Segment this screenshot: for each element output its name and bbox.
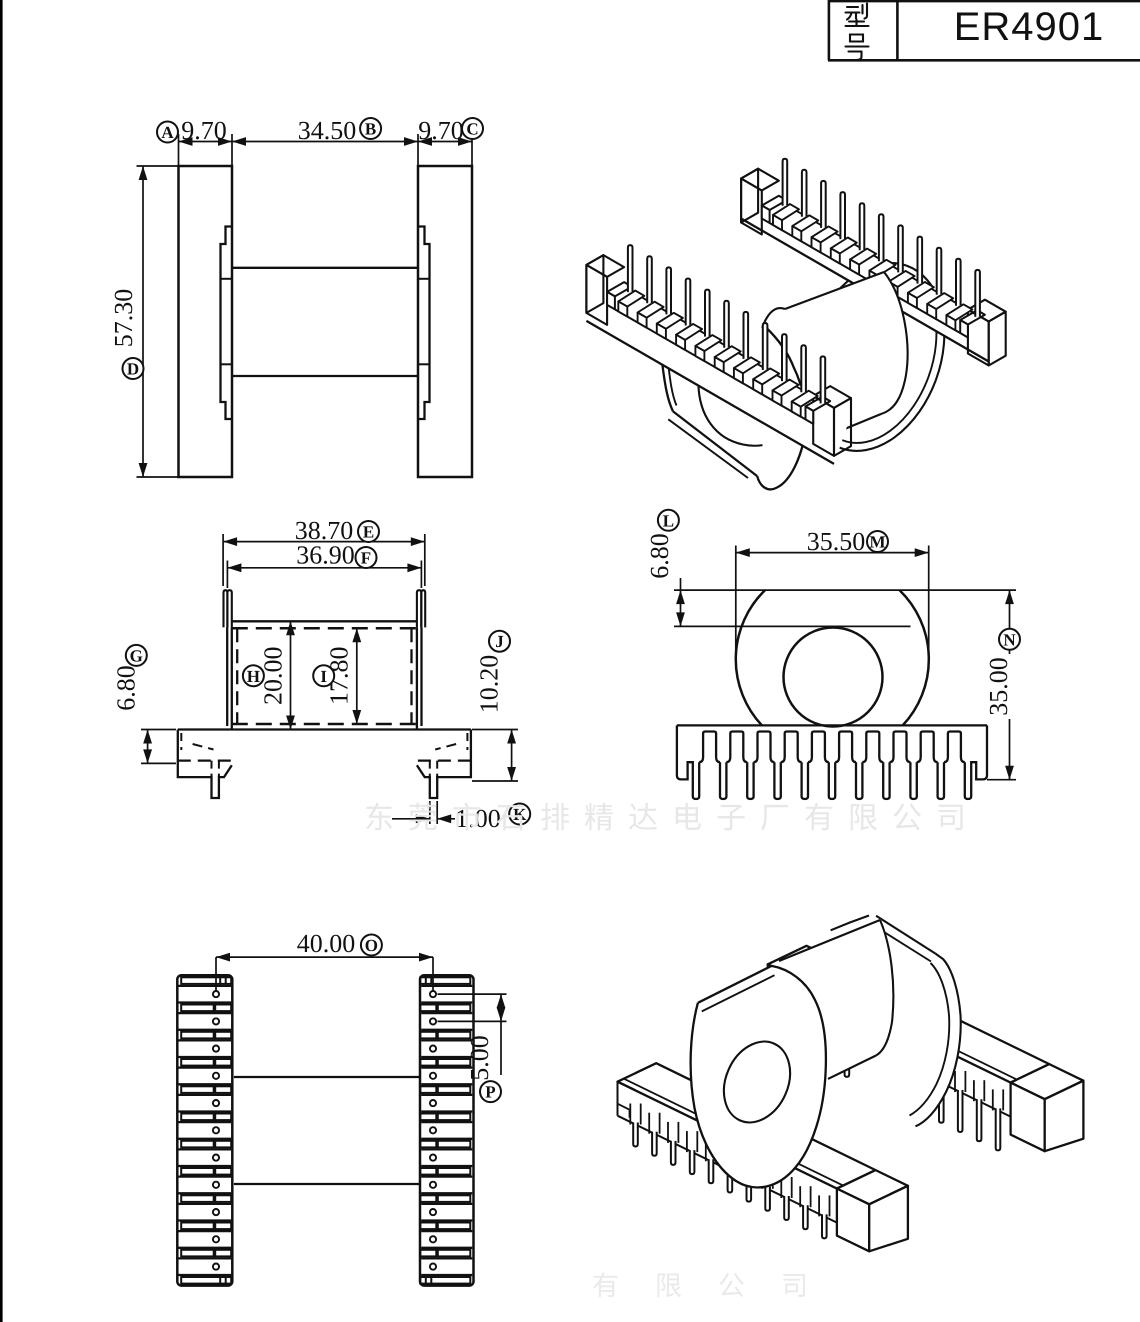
svg-text:10.20: 10.20 — [475, 655, 504, 714]
svg-text:40.00: 40.00 — [297, 929, 356, 958]
svg-text:东莞市石排精达电子厂有限公司: 东莞市石排精达电子厂有限公司 — [364, 802, 980, 835]
svg-text:35.00: 35.00 — [984, 657, 1013, 716]
svg-text:A: A — [161, 123, 174, 142]
svg-text:36.90: 36.90 — [296, 541, 355, 570]
svg-text:57.30: 57.30 — [109, 289, 138, 348]
svg-text:34.50: 34.50 — [298, 116, 357, 145]
svg-text:G: G — [130, 646, 143, 665]
svg-text:1.00: 1.00 — [455, 804, 501, 833]
svg-text:38.70: 38.70 — [295, 516, 354, 545]
svg-text:有限公司: 有限公司 — [592, 1271, 844, 1301]
svg-text:O: O — [365, 936, 378, 955]
svg-text:I: I — [320, 667, 327, 686]
svg-text:6.80: 6.80 — [645, 533, 674, 579]
svg-text:L: L — [663, 511, 674, 530]
svg-text:6.80: 6.80 — [112, 665, 141, 711]
svg-text:M: M — [869, 533, 885, 552]
svg-text:C: C — [466, 120, 478, 139]
svg-text:35.50: 35.50 — [807, 527, 866, 556]
svg-text:J: J — [495, 632, 504, 651]
svg-text:H: H — [247, 667, 260, 686]
svg-text:9.70: 9.70 — [418, 116, 464, 145]
svg-text:ER4901: ER4901 — [954, 5, 1105, 49]
svg-text:N: N — [1003, 630, 1016, 649]
svg-text:F: F — [361, 549, 371, 568]
svg-text:E: E — [363, 523, 374, 542]
svg-text:5.00: 5.00 — [465, 1035, 494, 1081]
svg-text:P: P — [485, 1083, 495, 1102]
svg-text:D: D — [127, 360, 139, 379]
svg-text:K: K — [513, 805, 527, 824]
svg-text:9.70: 9.70 — [181, 116, 227, 145]
svg-text:B: B — [365, 120, 376, 139]
